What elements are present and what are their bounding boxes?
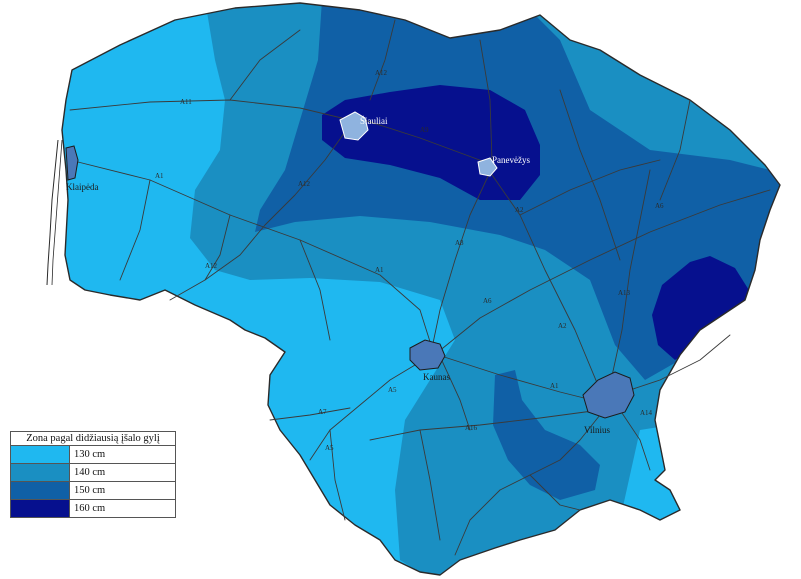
road-local-k [437,351,471,431]
road-local-n1 [369,19,396,101]
road-a6 [437,189,771,353]
kaunas-urban-area [409,339,446,371]
road-local-nw [229,29,301,101]
legend-row-150: 150 cm [11,482,175,500]
road-label-a12: A12 [298,180,311,188]
road-label-a2-south: A2 [558,322,567,330]
road-label-a13: A13 [618,289,631,297]
road-a3 [619,409,651,471]
road-a2 [489,171,601,391]
road-label-a7: A7 [318,408,327,416]
vilnius-label: Vilnius [584,425,610,435]
road-a16 [369,409,601,441]
road-local-n2 [479,39,493,161]
road-label-a1: A1 [155,172,164,180]
road-label-a14: A14 [640,409,653,417]
city-kaunas: Kaunas [409,339,450,382]
road-label-a1-east: A1 [550,382,559,390]
road-local-w2 [204,214,231,281]
road-a8 [431,171,491,349]
city-panevezys: Panevėžys [477,155,530,177]
road-local-s2 [419,429,441,541]
road-local-e2 [659,99,691,201]
legend-title: Zona pagal didžiausią įšalo gylį [11,432,175,446]
road-label-a5: A5 [388,386,397,394]
road-local-s1 [329,429,346,521]
legend-label-130: 130 cm [74,449,106,460]
road-a13 [609,169,651,386]
legend-swatch-150 [11,482,70,499]
curonian-spit-coast-inner [51,139,63,286]
curonian-spit-coast [46,139,59,286]
legend-swatch-140 [11,464,70,481]
city-siauliai: Šiauliai [339,111,388,141]
legend-swatch-130 [11,446,70,463]
road-a4 [499,414,601,491]
road-local-e1 [559,89,621,261]
legend-label-160: 160 cm [74,503,106,514]
road-network [69,19,771,556]
road-local-s4 [529,474,581,511]
legend-row-140: 140 cm [11,464,175,482]
road-local-mid [299,239,331,341]
road-a1-east [437,354,601,403]
zone-150-south-region [493,370,600,500]
road-labels: A11 A1 A1 A12 A12 A12 A9 A8 A2 A2 A6 A6 … [155,69,664,452]
road-label-a12-north: A12 [375,69,388,77]
road-label-a16: A16 [465,424,478,432]
klaipeda-label: Klaipėda [66,182,98,192]
legend-row-160: 160 cm [11,500,175,517]
road-label-a1-mid: A1 [375,266,384,274]
road-label-a2: A2 [515,206,524,214]
klaipeda-urban-area [65,145,79,181]
siauliai-label: Šiauliai [360,116,388,126]
city-vilnius: Vilnius [582,371,635,435]
road-label-a6: A6 [655,202,664,210]
road-local-w1 [119,179,151,281]
road-a14 [614,334,731,396]
panevezys-label: Panevėžys [492,155,530,165]
legend-row-130: 130 cm [11,446,175,464]
kaunas-label: Kaunas [423,372,450,382]
road-label-a9: A9 [420,126,429,134]
country-border [61,2,781,576]
road-local-s3 [454,489,501,556]
legend-label-140: 140 cm [74,467,106,478]
road-label-a5-south: A5 [325,444,334,452]
road-label-a6-west: A6 [483,297,492,305]
road-label-a8: A8 [455,239,464,247]
road-local-ne [519,159,661,216]
road-label-a12-west: A12 [205,262,218,270]
road-a7 [269,407,351,421]
siauliai-urban-area [339,111,369,141]
legend-swatch-160 [11,500,70,517]
panevezys-urban-area [477,157,498,177]
road-a9 [357,117,486,163]
road-a5 [309,361,421,461]
city-klaipeda: Klaipėda [65,145,98,192]
legend-label-150: 150 cm [74,485,106,496]
vilnius-urban-area [582,371,635,419]
frost-depth-legend: Zona pagal didžiausią įšalo gylį 130 cm … [10,431,176,518]
zone-160-east-region [652,256,752,360]
road-label-a11: A11 [180,98,192,106]
